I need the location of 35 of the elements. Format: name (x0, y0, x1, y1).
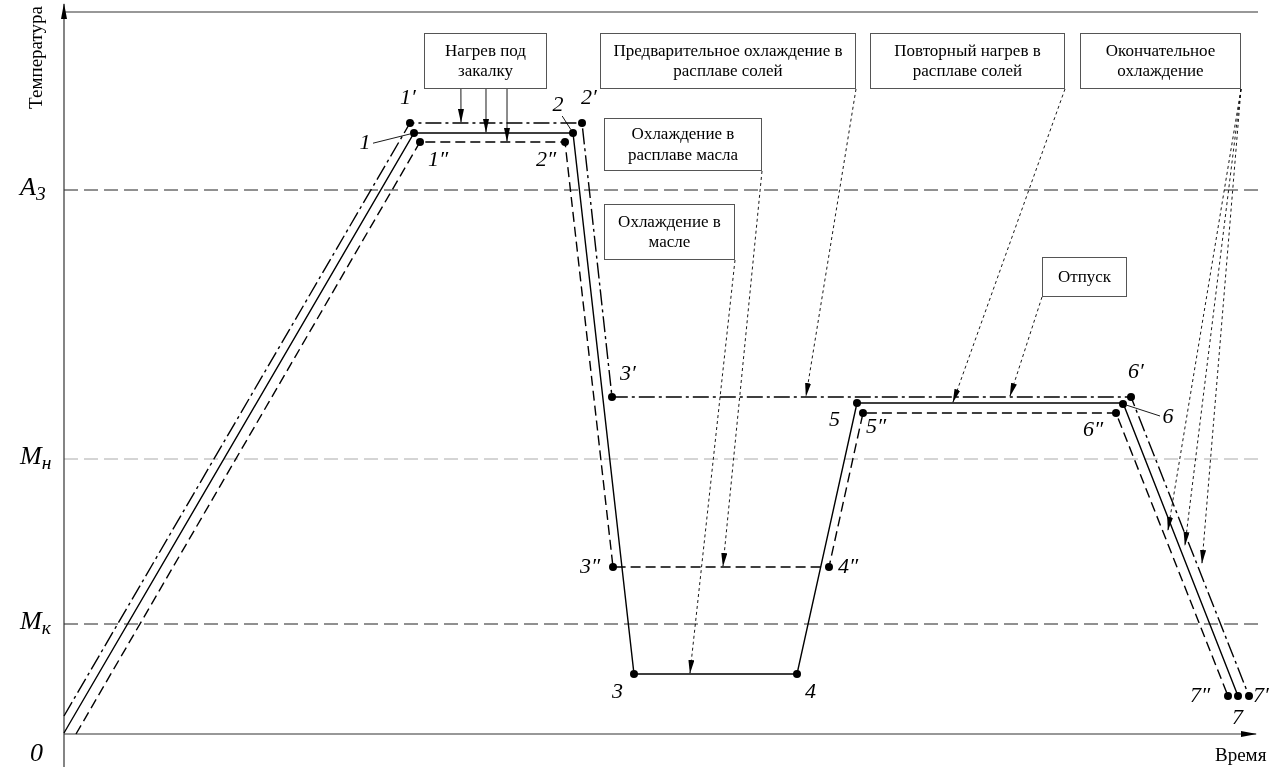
leader-line (561, 115, 572, 131)
callout-box: Охлаждение в расплаве масла (604, 118, 762, 171)
leader-line (1126, 404, 1161, 417)
callout-box: Отпуск (1042, 257, 1127, 297)
point-label: 6″ (1083, 418, 1104, 440)
point-label: 6 (1160, 404, 1176, 428)
point-label: 4 (805, 680, 816, 702)
level-label: M$_{к}$ (20, 608, 51, 634)
point-label: 7′ (1253, 684, 1269, 706)
point-label: 1″ (428, 148, 449, 170)
point-label: 3′ (620, 362, 636, 384)
callout-box: Нагрев под закалку (424, 33, 547, 89)
point-label: 2 (551, 92, 565, 116)
callout-box: Повторный нагрев в расплаве солей (870, 33, 1065, 89)
point-label: 3″ (580, 555, 601, 577)
point-label: 1 (357, 130, 373, 154)
callout-box: Охлаждение в масле (604, 204, 735, 260)
point-label: 2′ (581, 86, 597, 108)
leader-line (372, 133, 411, 144)
point-label: 5 (829, 408, 840, 430)
level-label: A$_{3}$ (20, 174, 46, 200)
axis-title: Время (1215, 745, 1267, 764)
callout-box: Предварительное охлаждение в расплаве солей (600, 33, 856, 89)
level-label: M$_{н}$ (20, 443, 52, 469)
point-label: 6′ (1128, 360, 1144, 382)
callout-box: Окончательное охлаждение (1080, 33, 1241, 89)
point-label: 4″ (838, 555, 859, 577)
point-label: 3 (612, 680, 623, 702)
point-label: 1′ (400, 86, 416, 108)
point-label: 2″ (536, 148, 557, 170)
level-label: 0 (30, 740, 43, 766)
point-label: 7 (1232, 706, 1243, 728)
point-label: 7″ (1190, 684, 1211, 706)
axis-title: Температура (26, 6, 45, 109)
point-label: 5″ (866, 415, 887, 437)
